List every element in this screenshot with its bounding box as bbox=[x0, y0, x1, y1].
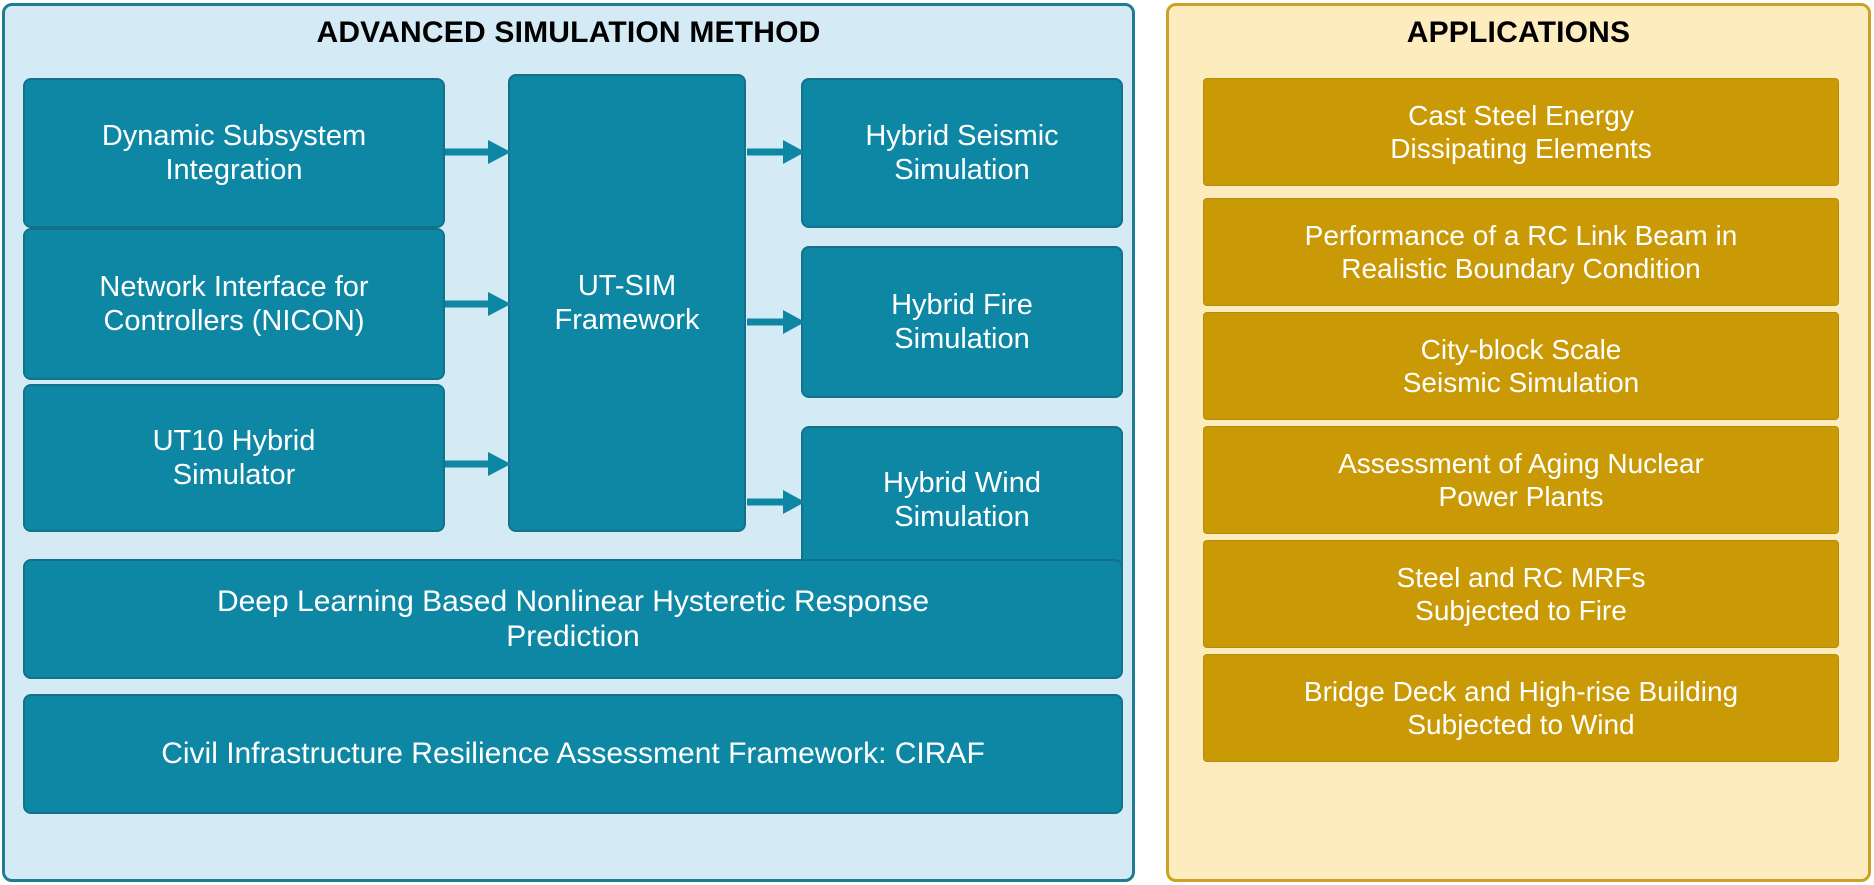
node-ut-sim-framework[interactable]: UT-SIM Framework bbox=[508, 74, 746, 532]
node-dynamic-subsystem-integration[interactable]: Dynamic Subsystem Integration bbox=[23, 78, 445, 228]
app-item-steel-and-rc-mrfs-subjected-to-fire[interactable]: Steel and RC MRFs Subjected to Fire bbox=[1203, 540, 1839, 648]
arrow-input-3-to-core bbox=[445, 452, 511, 476]
arrow-core-to-output-1 bbox=[747, 140, 805, 164]
arrow-core-to-output-2 bbox=[747, 310, 805, 334]
node-hybrid-fire-simulation[interactable]: Hybrid Fire Simulation bbox=[801, 246, 1123, 398]
applications-panel: APPLICATIONS Cast Steel Energy Dissipati… bbox=[1166, 3, 1871, 882]
arrow-input-1-to-core bbox=[445, 140, 511, 164]
app-item-city-block-scale-seismic-simulation[interactable]: City-block Scale Seismic Simulation bbox=[1203, 312, 1839, 420]
app-item-assessment-of-aging-nuclear-power-plants[interactable]: Assessment of Aging Nuclear Power Plants bbox=[1203, 426, 1839, 534]
applications-panel-title: APPLICATIONS bbox=[1406, 16, 1631, 49]
advanced-simulation-method-panel: ADVANCED SIMULATION METHOD Dynamic Subsy… bbox=[2, 3, 1135, 882]
node-ciraf-framework[interactable]: Civil Infrastructure Resilience Assessme… bbox=[23, 694, 1123, 814]
app-item-bridge-deck-high-rise-building-subjected-to-wind[interactable]: Bridge Deck and High-rise Building Subje… bbox=[1203, 654, 1839, 762]
node-deep-learning-hysteretic-response-prediction[interactable]: Deep Learning Based Nonlinear Hysteretic… bbox=[23, 559, 1123, 679]
arrow-input-2-to-core bbox=[445, 292, 511, 316]
node-network-interface-for-controllers[interactable]: Network Interface for Controllers (NICON… bbox=[23, 228, 445, 380]
node-hybrid-wind-simulation[interactable]: Hybrid Wind Simulation bbox=[801, 426, 1123, 574]
node-hybrid-seismic-simulation[interactable]: Hybrid Seismic Simulation bbox=[801, 78, 1123, 228]
app-item-cast-steel-energy-dissipating-elements[interactable]: Cast Steel Energy Dissipating Elements bbox=[1203, 78, 1839, 186]
node-ut10-hybrid-simulator[interactable]: UT10 Hybrid Simulator bbox=[23, 384, 445, 532]
app-item-rc-link-beam-realistic-boundary-condition[interactable]: Performance of a RC Link Beam in Realist… bbox=[1203, 198, 1839, 306]
arrow-core-to-output-3 bbox=[747, 490, 805, 514]
method-panel-title: ADVANCED SIMULATION METHOD bbox=[316, 16, 821, 49]
